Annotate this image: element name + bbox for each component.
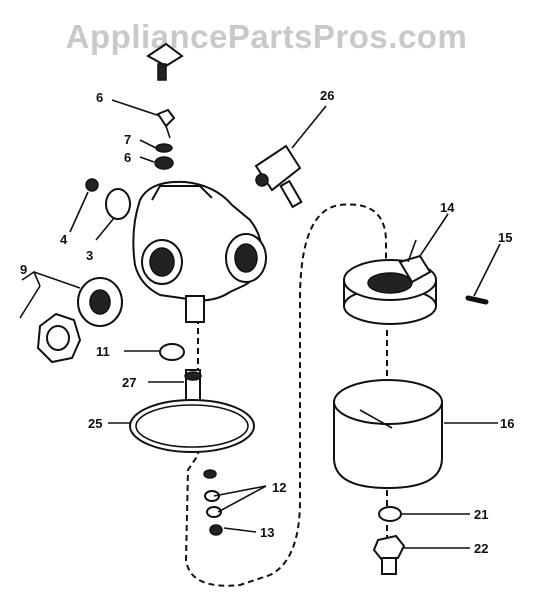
part-11-o-ring	[159, 343, 185, 361]
part-7-washer	[155, 143, 173, 153]
part-26-fitting	[254, 144, 303, 209]
part-25-gasket-inner	[135, 404, 249, 448]
callout-6-top: 6	[96, 90, 103, 105]
part-14-float	[343, 239, 437, 325]
callout-4: 4	[60, 232, 68, 247]
callout-27: 27	[122, 375, 136, 390]
part-4-screw	[85, 178, 99, 192]
callout-13: 13	[260, 525, 274, 540]
callout-14: 14	[440, 200, 455, 215]
callout-25: 25	[88, 416, 102, 431]
part-6-screw	[156, 108, 176, 139]
part-25-gasket	[129, 399, 255, 453]
part-3-gasket	[105, 188, 131, 220]
callout-11: 11	[96, 344, 110, 359]
callout-9: 9	[20, 262, 27, 277]
callout-7: 7	[124, 132, 131, 147]
callout-16: 16	[500, 416, 514, 431]
watermark: AppliancePartsPros.com	[65, 18, 468, 55]
part-9-cover	[36, 277, 123, 364]
callout-6-washer: 6	[124, 150, 131, 165]
callout-3: 3	[86, 248, 93, 263]
part-13-small-part	[209, 524, 223, 536]
part-12-small-parts	[203, 469, 222, 518]
part-15-pin	[465, 295, 489, 305]
callout-21: 21	[474, 507, 488, 522]
leader-lines	[19, 99, 501, 549]
part-22-bolt	[372, 534, 406, 575]
callout-15: 15	[498, 230, 512, 245]
part-16-float-bowl	[333, 379, 443, 490]
callout-26: 26	[320, 88, 334, 103]
top-bracket-part	[146, 42, 184, 81]
callout-22: 22	[474, 541, 488, 556]
part-21-washer	[378, 506, 402, 522]
part-27-nozzle	[184, 369, 202, 405]
carburetor-body	[132, 180, 267, 323]
callout-12: 12	[272, 480, 286, 495]
part-6-washer	[154, 156, 174, 170]
